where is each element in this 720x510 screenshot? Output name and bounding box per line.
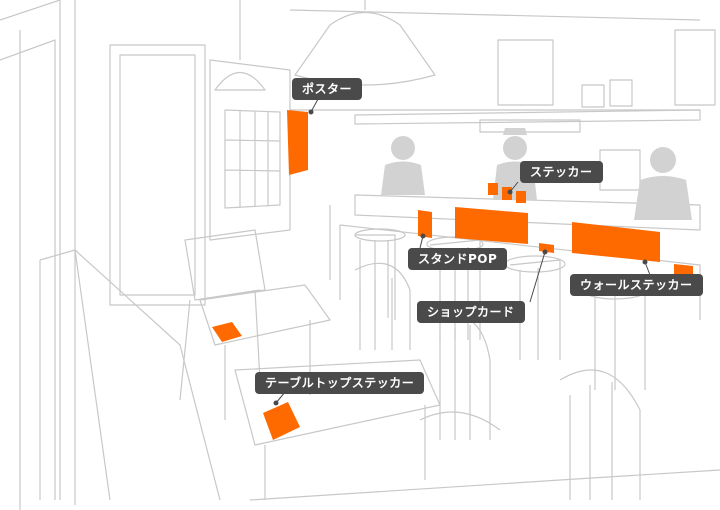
bench-left: [39, 249, 221, 501]
counter-top: [354, 194, 701, 231]
label-wall-sticker: ウォールステッカー: [570, 274, 703, 296]
sticker-2: [502, 187, 512, 200]
poster-sign: [287, 110, 308, 175]
person-silhouette-1: [381, 136, 425, 195]
shop-card-sign: [539, 243, 554, 253]
chair-windsor-1: [354, 262, 411, 350]
label-table-top-sticker: テーブルトップステッカー: [255, 372, 425, 394]
stand-pop-sign: [418, 210, 432, 238]
shop-card-leader: [529, 251, 546, 303]
left-wall: [0, 0, 61, 510]
stool-1: [355, 234, 396, 320]
table-sticker-2: [263, 402, 300, 440]
table-sticker-1: [212, 322, 242, 342]
label-sticker: ステッカー: [520, 161, 603, 183]
label-stand-pop: スタンドPOP: [408, 248, 508, 270]
chair-windsor-3: [559, 369, 641, 500]
stool-4: [584, 284, 646, 390]
wall-frame: [497, 39, 554, 106]
sticker-1: [488, 183, 498, 195]
left-window: [109, 44, 206, 306]
sticker-3: [516, 191, 526, 203]
wall-shelf: [354, 109, 701, 125]
person-silhouette-3: [634, 147, 692, 220]
high-chair: [179, 229, 266, 401]
wall-sticker-3: [674, 264, 693, 276]
glass-door: [209, 59, 291, 241]
chair-windsor-2: [419, 314, 501, 440]
pendant-lamp-small: [214, 0, 266, 91]
label-shop-card: ショップカード: [417, 301, 525, 323]
label-poster: ポスター: [292, 78, 363, 100]
wall-sticker-2: [572, 222, 660, 262]
table-back-left: [199, 284, 331, 420]
wall-sticker-1: [455, 207, 528, 244]
